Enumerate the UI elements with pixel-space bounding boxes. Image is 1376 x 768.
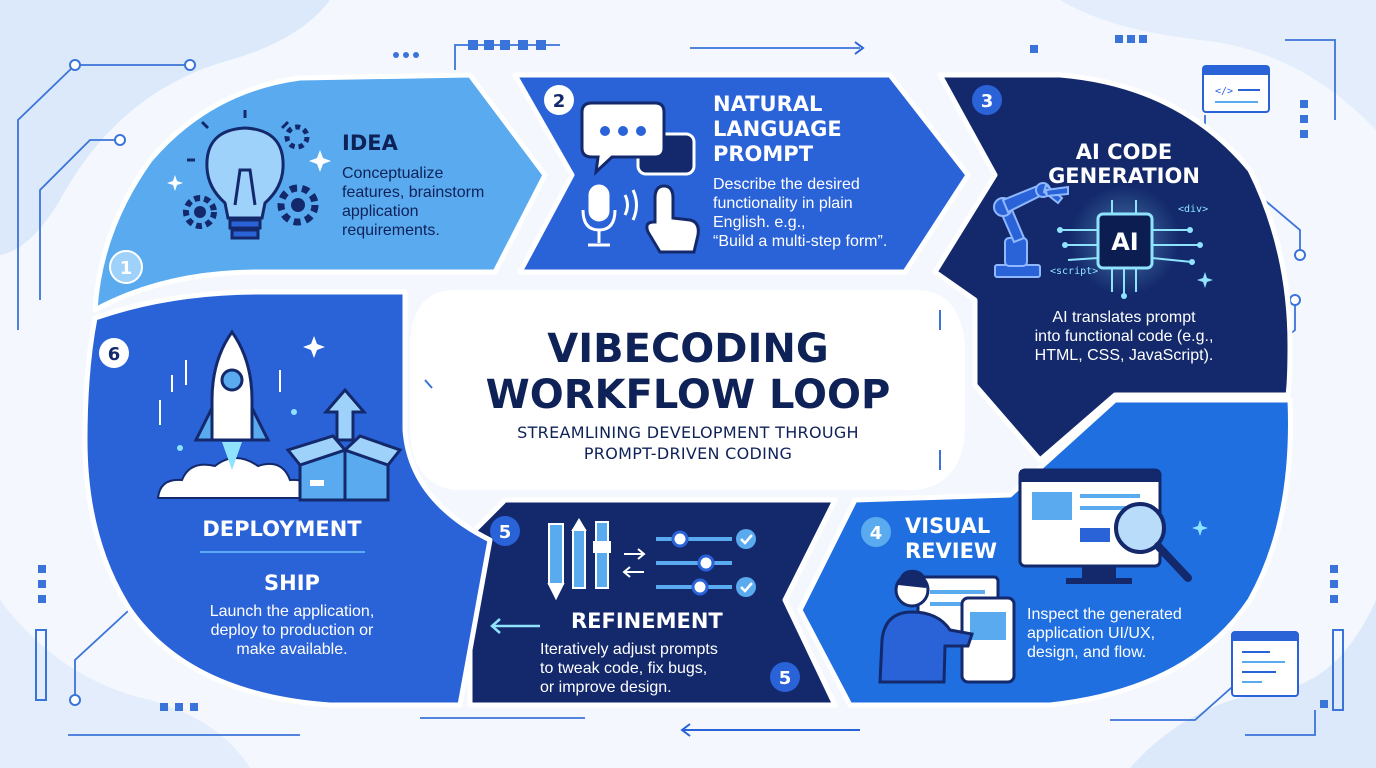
idea-desc-3: application	[342, 203, 419, 220]
review-title-1: VISUAL	[905, 514, 990, 538]
svg-text:2: 2	[553, 91, 566, 112]
refinement-title: REFINEMENT	[571, 609, 723, 633]
idea-desc-2: features, brainstorm	[342, 184, 484, 201]
center-panel	[410, 290, 965, 490]
center-panel-decor	[424, 310, 941, 470]
deployment-desc-3: make available.	[236, 641, 347, 658]
step-refinement: 5 REFINEMENT Iterativ	[490, 516, 800, 696]
refinement-desc-1: Iteratively adjust prompts	[540, 641, 718, 658]
step-badge-1: 1	[109, 250, 143, 284]
step-badge-3: 3	[972, 85, 1002, 115]
prompt-desc-1: Describe the desired	[713, 176, 860, 193]
chat-bubble-icon	[580, 101, 696, 176]
idea-desc-4: requirements.	[342, 222, 440, 239]
swap-arrows-icon	[622, 548, 646, 578]
code-window-icon: </>	[1202, 65, 1270, 113]
step-badge-5-secondary: 5	[770, 662, 800, 692]
codegen-title-1: AI CODE	[1076, 140, 1172, 164]
svg-text:5: 5	[499, 522, 512, 543]
lightbulb-icon	[187, 110, 290, 240]
checkmark-icon	[736, 529, 756, 597]
step-badge-6: 6	[99, 338, 129, 368]
deployment-title: DEPLOYMENT	[202, 517, 362, 541]
subtitle-line-1: STREAMLINING DEVELOPMENT THROUGH	[517, 423, 859, 442]
review-desc-3: design, and flow.	[1027, 644, 1146, 661]
prompt-desc-2: functionality in plain	[713, 195, 853, 212]
step-idea: IDEA Conceptualize features, brainstorm …	[109, 110, 484, 284]
title-line-2: WORKFLOW LOOP	[486, 372, 891, 418]
pointing-hand-icon	[645, 184, 700, 254]
ai-chip-icon: AI	[1057, 200, 1203, 299]
deployment-desc-2: deploy to production or	[211, 622, 374, 639]
sparkle-icon	[1192, 520, 1208, 536]
step-codegen: 3 AI CODE GENERATION	[972, 85, 1213, 364]
box-icon	[285, 434, 403, 502]
rocket-icon	[156, 329, 314, 499]
svg-text:3: 3	[981, 91, 994, 112]
step-prompt: 2 NATURAL LANGUAGE PROMPT Describe the d…	[544, 85, 887, 254]
code-window-icon	[1231, 631, 1299, 697]
svg-text:1: 1	[120, 258, 133, 279]
sparkle-icon	[167, 150, 331, 191]
prompt-desc-3: English. e.g.,	[713, 214, 806, 231]
svg-text:6: 6	[108, 344, 121, 365]
step-badge-4: 4	[861, 517, 891, 547]
codegen-desc-2: into functional code (e.g.,	[1035, 328, 1214, 345]
gear-icon	[183, 124, 319, 229]
review-desc-1: Inspect the generated	[1027, 606, 1182, 623]
prompt-title-3: PROMPT	[713, 142, 814, 166]
magnifier-icon	[1114, 502, 1192, 582]
refinement-desc-3: or improve design.	[540, 679, 672, 696]
segment-idea	[92, 72, 548, 313]
step-review: 4 VISUAL REVIEW I	[861, 468, 1208, 684]
svg-text:</>: </>	[1215, 86, 1233, 97]
slider-icon	[656, 530, 732, 596]
idea-title: IDEA	[342, 131, 399, 155]
up-arrow-icon	[322, 387, 368, 442]
prompt-title-1: NATURAL	[713, 92, 822, 116]
deployment-subtitle: SHIP	[264, 571, 320, 595]
back-arrow-icon	[490, 618, 540, 634]
pencil-icon	[547, 518, 611, 601]
svg-text:5: 5	[779, 668, 792, 689]
codegen-title-2: GENERATION	[1048, 164, 1200, 188]
codegen-desc-3: HTML, CSS, JavaScript).	[1035, 347, 1214, 364]
svg-text:AI: AI	[1111, 228, 1139, 256]
subtitle-line-2: PROMPT-DRIVEN CODING	[584, 444, 792, 463]
codegen-desc-1: AI translates prompt	[1052, 309, 1196, 326]
deployment-desc-1: Launch the application,	[210, 603, 375, 620]
sparkle-icon	[1197, 272, 1213, 288]
person-icon	[878, 569, 974, 684]
step-badge-2: 2	[544, 85, 574, 115]
prompt-title-2: LANGUAGE	[713, 117, 842, 141]
title-line-1: VIBECODING	[547, 326, 828, 372]
svg-text:4: 4	[870, 523, 883, 544]
step-deployment: 6	[99, 329, 403, 658]
step-badge-5: 5	[490, 516, 520, 546]
prompt-desc-4: “Build a multi-step form”.	[713, 233, 887, 250]
code-tag-div: <div>	[1178, 204, 1208, 215]
code-tag-script: <script>	[1050, 266, 1098, 277]
sparkle-icon	[303, 336, 325, 358]
review-title-2: REVIEW	[905, 539, 997, 563]
review-desc-2: application UI/UX,	[1027, 625, 1155, 642]
refinement-desc-2: to tweak code, fix bugs,	[540, 660, 707, 677]
idea-desc-1: Conceptualize	[342, 165, 444, 182]
microphone-icon	[581, 184, 638, 247]
robot-arm-icon	[993, 182, 1069, 278]
